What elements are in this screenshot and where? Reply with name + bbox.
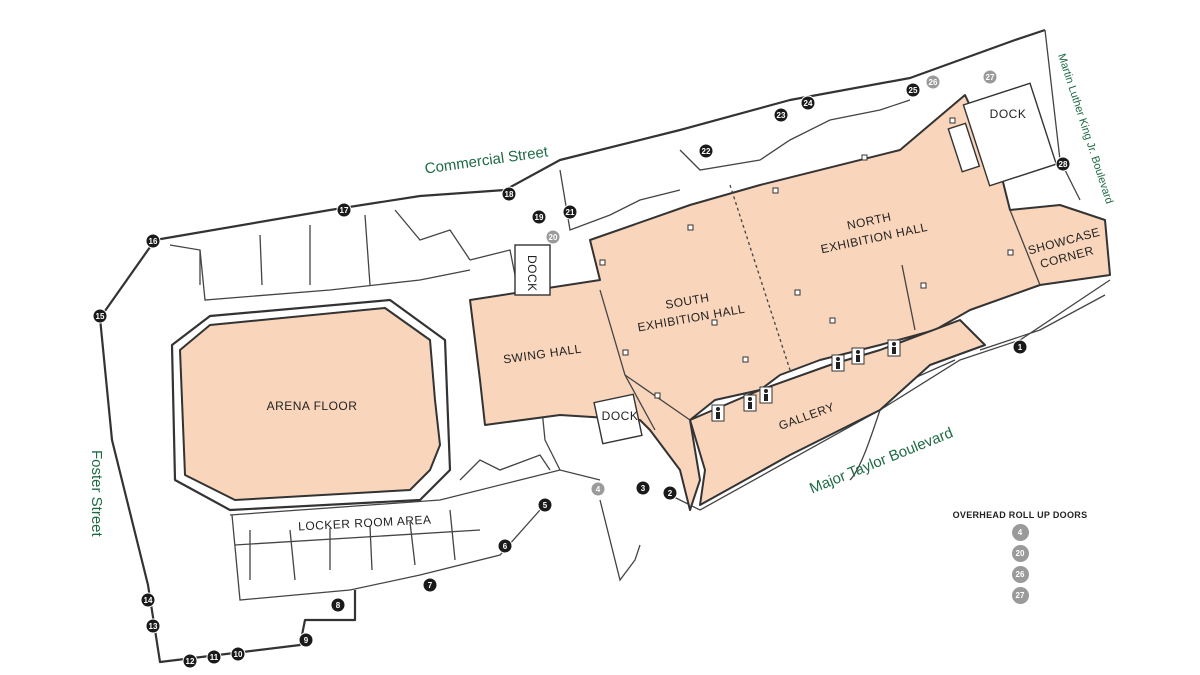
door-marker-13: 13 <box>145 618 161 634</box>
legend-door-4: 4 <box>1011 524 1029 541</box>
door-marker-15: 15 <box>92 308 108 324</box>
legend-title: OVERHEAD ROLL UP DOORS <box>952 510 1088 520</box>
door-number: 10 <box>234 650 243 659</box>
door-number: 21 <box>566 208 575 217</box>
door-marker-26: 26 <box>925 74 941 90</box>
svg-text:DOCK: DOCK <box>525 255 539 292</box>
door-marker-25: 25 <box>905 82 921 98</box>
door-number: 7 <box>428 581 433 590</box>
door-number: 25 <box>909 86 918 95</box>
gallery-area <box>689 319 986 506</box>
columns <box>599 117 1014 399</box>
door-marker-24: 24 <box>800 95 816 111</box>
restroom-icon <box>711 339 901 422</box>
door-number: 12 <box>186 657 195 666</box>
door-marker-10: 10 <box>230 646 246 662</box>
dock-north: DOCK <box>947 82 1058 187</box>
door-marker-23: 23 <box>773 107 789 123</box>
door-marker-1: 1 <box>1012 339 1028 355</box>
door-marker-21: 21 <box>562 204 578 220</box>
door-marker-3: 3 <box>635 480 651 496</box>
door-marker-19: 19 <box>531 209 547 225</box>
door-number: 28 <box>1059 160 1068 169</box>
door-number: 4 <box>596 485 601 494</box>
dock-south: DOCK <box>593 393 643 445</box>
door-marker-11: 11 <box>206 649 222 665</box>
door-number: 6 <box>503 542 508 551</box>
door-marker-16: 16 <box>145 233 161 249</box>
svg-text:DOCK: DOCK <box>602 409 639 423</box>
door-markers: 1235678910111213141516171819212223242528… <box>92 69 1071 669</box>
legend-items: 4 20 26 27 <box>940 524 1100 604</box>
door-marker-9: 9 <box>298 632 314 648</box>
street-foster: Foster Street <box>88 450 105 538</box>
door-marker-17: 17 <box>336 202 352 218</box>
door-marker-12: 12 <box>182 653 198 669</box>
door-number: 14 <box>144 596 153 605</box>
door-number: 9 <box>304 636 309 645</box>
door-marker-4: 4 <box>590 481 606 497</box>
door-number: 19 <box>535 213 544 222</box>
door-number: 1 <box>1018 343 1023 352</box>
legend-door-27: 27 <box>1011 587 1029 604</box>
door-marker-7: 7 <box>422 577 438 593</box>
door-marker-18: 18 <box>501 186 517 202</box>
street-mlk: Martin Luther King Jr. Boulevard <box>1055 52 1115 205</box>
svg-text:DOCK: DOCK <box>990 107 1027 121</box>
door-marker-14: 14 <box>140 592 156 608</box>
door-marker-20: 20 <box>545 229 561 245</box>
arena-floor-area <box>179 307 441 501</box>
door-number: 15 <box>96 312 105 321</box>
door-number: 24 <box>804 99 813 108</box>
door-number: 23 <box>777 111 786 120</box>
door-number: 18 <box>505 190 514 199</box>
legend-door-20: 20 <box>1011 545 1029 562</box>
door-number: 17 <box>340 206 349 215</box>
locker-room-label: LOCKER ROOM AREA <box>298 513 432 534</box>
door-marker-5: 5 <box>537 497 553 513</box>
door-number: 3 <box>641 484 646 493</box>
legend-door-26: 26 <box>1011 566 1029 583</box>
door-number: 22 <box>702 147 711 156</box>
door-marker-8: 8 <box>330 597 346 613</box>
door-marker-27: 27 <box>982 69 998 85</box>
door-number: 26 <box>929 78 938 87</box>
door-number: 27 <box>986 73 995 82</box>
legend: OVERHEAD ROLL UP DOORS 4 20 26 27 <box>940 510 1100 604</box>
door-marker-22: 22 <box>698 143 714 159</box>
door-marker-6: 6 <box>497 538 513 554</box>
door-number: 8 <box>336 601 341 610</box>
door-marker-28: 28 <box>1055 156 1071 172</box>
door-number: 5 <box>543 501 548 510</box>
door-marker-2: 2 <box>662 485 678 501</box>
door-number: 2 <box>668 489 673 498</box>
dock-west: DOCK <box>514 244 551 296</box>
door-number: 20 <box>549 233 558 242</box>
door-number: 16 <box>149 237 158 246</box>
door-number: 11 <box>210 653 219 662</box>
street-commercial: Commercial Street <box>424 143 550 177</box>
door-number: 13 <box>149 622 158 631</box>
arena-floor-label: ARENA FLOOR <box>267 399 358 413</box>
